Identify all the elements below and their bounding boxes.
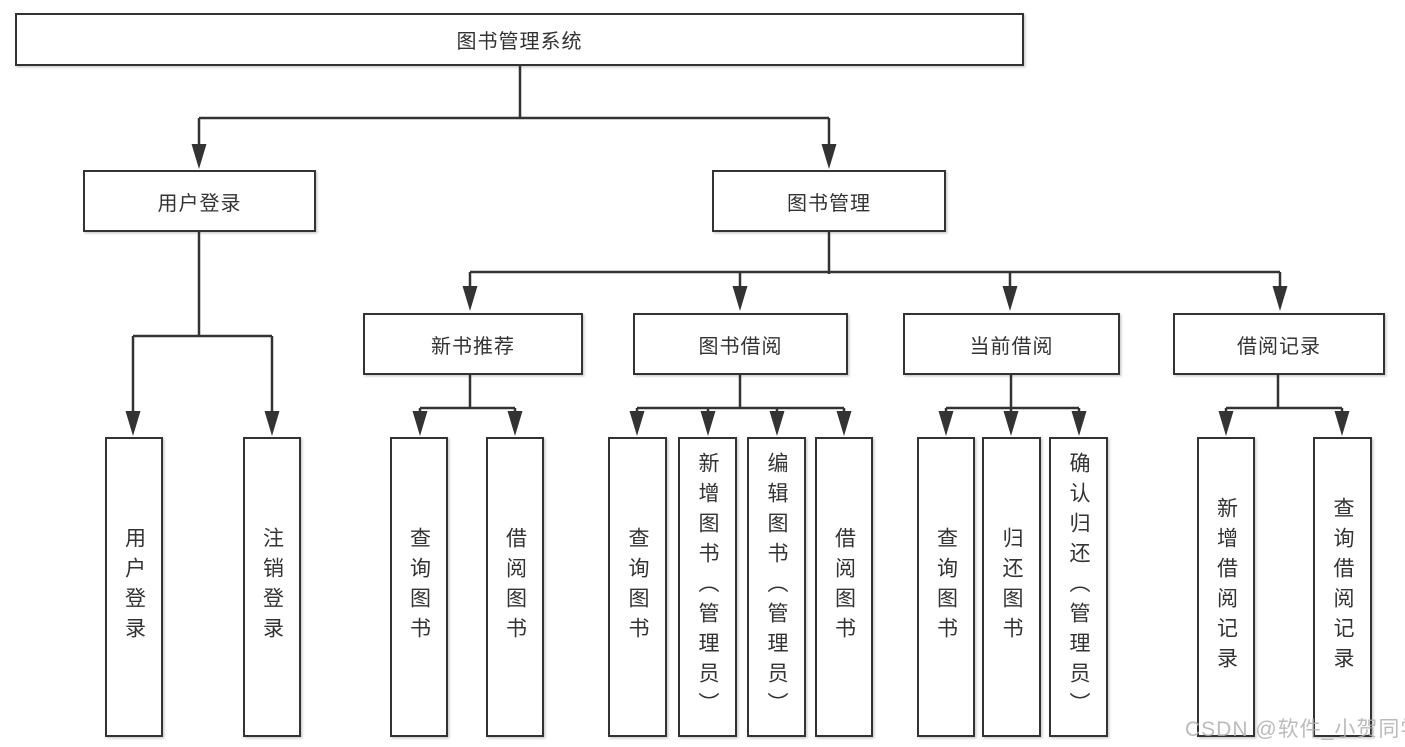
csdn-watermark: CSDN @软件_小贺同学 [1185, 718, 1405, 741]
leaf-logout: 注销登录 [243, 437, 301, 737]
node-borrow-records: 借阅记录 [1173, 313, 1385, 375]
leaf-return-book: 归还图书 [982, 437, 1041, 737]
node-book-management: 图书管理 [712, 170, 946, 232]
leaf-query-books-current: 查询图书 [917, 437, 975, 737]
node-current-borrow: 当前借阅 [903, 313, 1120, 375]
leaf-user-login: 用户登录 [105, 437, 163, 737]
leaf-query-borrow-record: 查询借阅记录 [1313, 437, 1372, 737]
leaf-edit-book-admin: 编辑图书（管理员） [747, 437, 806, 737]
leaf-query-books-recommend: 查询图书 [390, 437, 448, 737]
leaf-borrow-books-recommend: 借阅图书 [486, 437, 544, 737]
node-new-book-recommend: 新书推荐 [363, 313, 583, 375]
node-root-system: 图书管理系统 [15, 13, 1024, 66]
leaf-add-book-admin: 新增图书（管理员） [678, 437, 737, 737]
leaf-confirm-return-admin: 确认归还（管理员） [1049, 437, 1108, 737]
node-book-borrow: 图书借阅 [633, 313, 848, 375]
leaf-query-books-borrow: 查询图书 [608, 437, 667, 737]
leaf-borrow-books: 借阅图书 [815, 437, 873, 737]
leaf-add-borrow-record: 新增借阅记录 [1197, 437, 1255, 737]
node-user-login: 用户登录 [83, 170, 316, 232]
